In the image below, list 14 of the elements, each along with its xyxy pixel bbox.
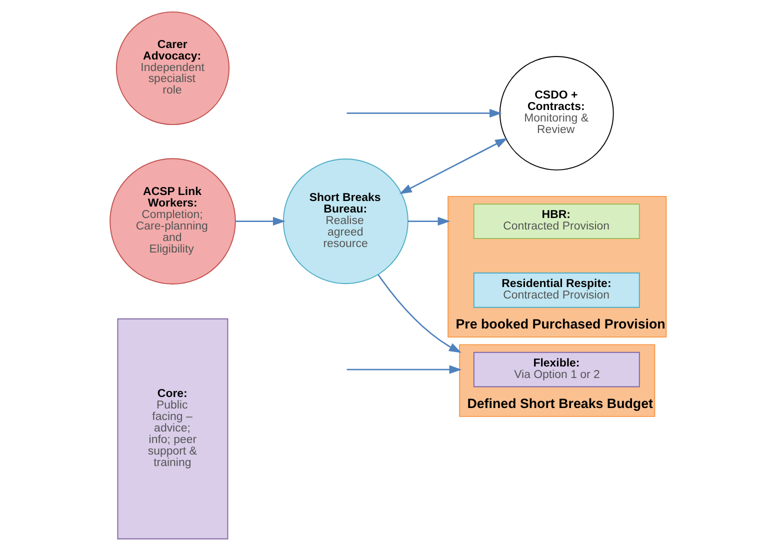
node-box: Flexible: Via Option 1 or 2: [472, 352, 640, 388]
node-circle: Carer Advocacy: Independent specialist role: [115, 11, 230, 126]
node-circle: CSDO + Contracts: Monitoring & Review: [498, 56, 614, 170]
node-circle: ACSP Link Workers: Completion; Care-planning and Eligibility: [109, 158, 236, 284]
node-circle: Short Breaks Bureau: Realise agreed resource: [282, 158, 408, 284]
arrow: [346, 365, 462, 374]
arrow: [407, 216, 450, 226]
arrow: [398, 138, 508, 194]
arrow: [377, 274, 461, 353]
node-box: HBR: Contracted Provision: [472, 204, 640, 239]
node-box: Core: Public facing – advice; info; peer support & training: [116, 318, 228, 540]
arrow: [235, 216, 285, 226]
node-box: Residential Respite: Contracted Provision: [472, 272, 640, 308]
arrow: [346, 108, 502, 118]
